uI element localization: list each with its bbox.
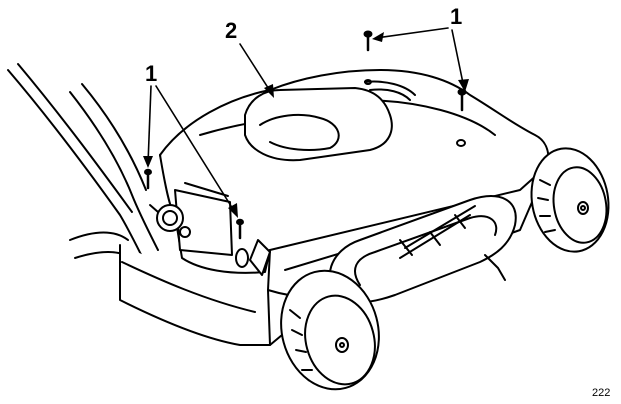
top-cover xyxy=(244,80,416,162)
engine-panel xyxy=(149,182,271,276)
leader-1-center-left xyxy=(155,85,237,215)
screw-top-center xyxy=(363,30,373,85)
screw-center-left xyxy=(236,218,244,240)
leader-2-cover xyxy=(239,43,273,95)
leader-lines xyxy=(143,27,469,218)
arrowhead-2-cover xyxy=(264,84,274,98)
callout-2-cover: 2 xyxy=(225,18,238,43)
rear-wheel xyxy=(530,147,610,253)
front-wheel xyxy=(280,269,380,391)
leader-1-top-right xyxy=(451,29,465,89)
callout-1-screws-right: 1 xyxy=(450,4,463,29)
side-guard xyxy=(328,195,517,304)
arrowhead-1-center-left xyxy=(228,203,238,218)
leader-1-top-center xyxy=(375,27,449,39)
arrowhead-1-top-center xyxy=(372,32,384,42)
screw-left xyxy=(144,168,152,190)
callout-1-screws-left: 1 xyxy=(145,61,158,86)
figure-number: 222 xyxy=(592,387,611,399)
leader-1-left xyxy=(147,85,152,165)
arrowhead-1-top-right xyxy=(458,79,469,92)
screw-top-right xyxy=(456,88,467,147)
arrowhead-1-left xyxy=(143,156,153,168)
